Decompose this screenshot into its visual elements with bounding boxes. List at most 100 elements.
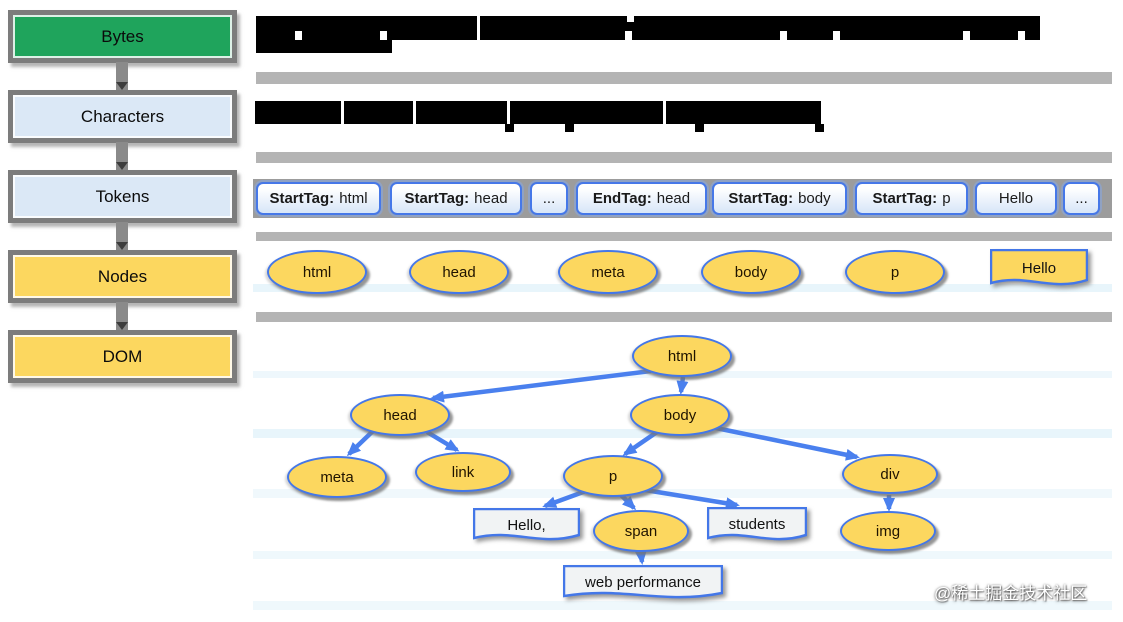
node-label: body: [734, 263, 768, 281]
node-label: head: [442, 263, 476, 281]
pipeline-stage-tokens: Tokens: [8, 170, 237, 223]
node-label: html: [302, 263, 332, 281]
pipeline-stage-label: Characters: [80, 106, 165, 126]
nodes-row: html head meta body p Hello: [253, 245, 1112, 297]
node-label: div: [880, 465, 900, 483]
node-label: body: [663, 406, 697, 424]
node-label: students: [728, 516, 786, 533]
ellipse-node: p: [845, 250, 945, 294]
ellipse-node: body: [701, 250, 801, 294]
tree-node-hello: Hello,: [473, 508, 580, 550]
tree-node-div: div: [842, 454, 938, 494]
token-value: head: [656, 190, 691, 207]
pipeline-stage-label: Nodes: [97, 266, 148, 286]
tree-edge-p-hello: [542, 488, 587, 509]
divider-bar: [256, 232, 1112, 241]
token-box: StartTag:body: [712, 182, 847, 215]
token-type: StartTag:: [728, 190, 794, 207]
ellipse-node: meta: [558, 250, 658, 294]
pipeline-connector-arrow: [116, 62, 128, 90]
down-arrow-icon: [116, 322, 128, 330]
token-value: ...: [1075, 190, 1088, 207]
token-value: ...: [542, 190, 556, 207]
background-streak: [253, 284, 1112, 292]
down-arrow-icon: [116, 242, 128, 250]
token-type: StartTag:: [269, 190, 335, 207]
node-label: web performance: [585, 574, 701, 591]
token-type: StartTag:: [872, 190, 938, 207]
tree-edge-html-body: [676, 376, 689, 395]
redacted-heading: [256, 16, 1040, 40]
tree-edge-head-meta: [346, 429, 375, 457]
ellipse-node: html: [267, 250, 367, 294]
token-box: StartTag:head: [390, 182, 522, 215]
pipeline-stage-label: Tokens: [95, 186, 150, 206]
tree-node-students: students: [707, 507, 807, 550]
ellipse-node: head: [409, 250, 509, 294]
token-type: StartTag:: [404, 190, 470, 207]
pipeline-stage-dom: DOM: [8, 330, 237, 383]
pipeline-connector-arrow: [116, 302, 128, 330]
token-value: Hello: [998, 190, 1034, 207]
tree-node-span: span: [593, 510, 689, 552]
pipeline-stage-nodes: Nodes: [8, 250, 237, 303]
token-value: p: [942, 190, 951, 207]
tree-node-body: body: [630, 394, 730, 436]
node-label: head: [383, 406, 417, 424]
tree-edge-span-webperf: [634, 550, 647, 565]
token-value: html: [339, 190, 368, 207]
tree-node-meta: meta: [287, 456, 387, 498]
pipeline-connector-arrow: [116, 222, 128, 250]
token-box: StartTag:html: [256, 182, 381, 215]
background-streak: [253, 551, 1112, 559]
tree-edge-p-span: [619, 493, 637, 511]
tree-node-link: link: [415, 452, 511, 492]
background-streak: [253, 489, 1112, 498]
token-value: body: [798, 190, 831, 207]
redacted-caption: [255, 101, 824, 132]
tree-node-head: head: [350, 394, 450, 436]
redacted-heading-tail: [256, 40, 392, 53]
node-label: Hello,: [507, 516, 546, 534]
pipeline-stage-label: DOM: [102, 346, 143, 366]
tree-node-webperf: web performance: [563, 565, 723, 608]
background-streak: [253, 601, 1112, 610]
token-box: StartTag:p: [855, 182, 968, 215]
divider-bar: [256, 152, 1112, 163]
divider-bar: [256, 312, 1112, 322]
node-label: span: [624, 522, 658, 540]
tree-edge-html-head: [430, 368, 652, 403]
tree-node-html: html: [632, 335, 732, 377]
pipeline-connector-arrow: [116, 142, 128, 170]
tree-node-p: p: [563, 455, 663, 497]
tree-edge-head-link: [425, 430, 460, 452]
token-type: EndTag:: [592, 190, 652, 207]
document-shape-node: Hello: [990, 249, 1088, 295]
node-label: Hello: [1021, 259, 1057, 277]
down-arrow-icon: [116, 162, 128, 170]
divider-bar: [256, 72, 1112, 84]
token-value: head: [474, 190, 508, 207]
tree-edge-body-div: [710, 424, 860, 461]
tree-edge-p-students: [644, 487, 740, 510]
node-label: html: [667, 347, 697, 365]
node-label: p: [608, 467, 618, 485]
tree-edge-body-p: [622, 430, 659, 456]
watermark: @稀土掘金技术社区: [934, 584, 1088, 603]
token-box: Hello: [975, 182, 1057, 215]
down-arrow-icon: [116, 82, 128, 90]
token-box: EndTag:head: [576, 182, 707, 215]
pipeline-stage-bytes: Bytes: [8, 10, 237, 63]
node-label: meta: [591, 263, 625, 281]
pipeline-stage-label: Bytes: [101, 26, 144, 46]
pipeline-stage-characters: Characters: [8, 90, 237, 143]
node-label: p: [890, 263, 900, 281]
tree-node-img: img: [840, 511, 936, 551]
node-label: link: [451, 463, 475, 481]
node-label: img: [875, 522, 901, 540]
token-box: ...: [1063, 182, 1100, 215]
node-label: meta: [320, 468, 354, 486]
